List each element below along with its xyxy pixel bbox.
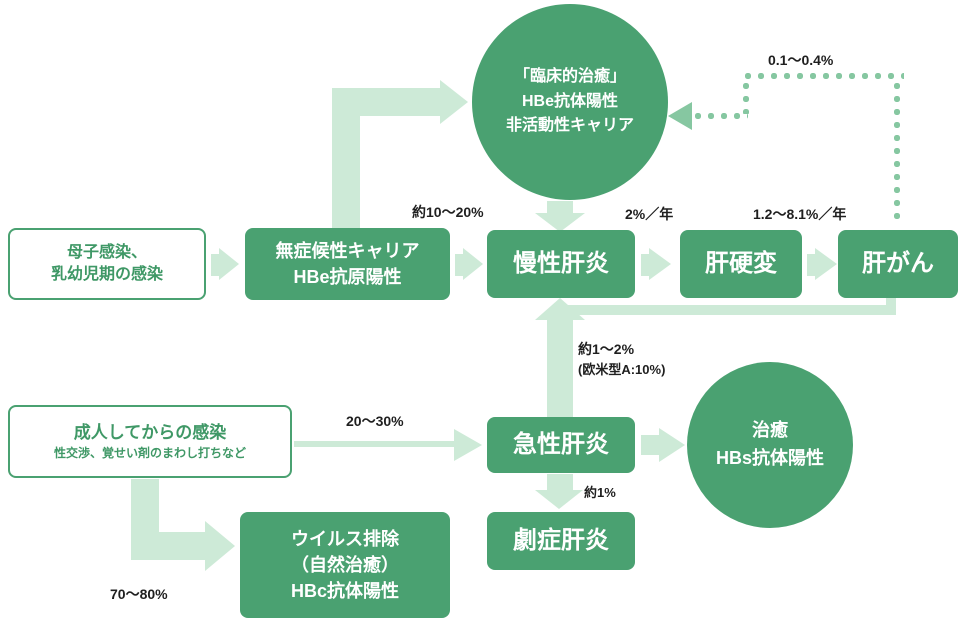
arrow-carrier-to-chronic-shaft: [455, 254, 463, 276]
rate-label-acute-to-chronic-1: 約1〜2%: [578, 341, 635, 357]
node-adult-infection-title: 成人してからの感染: [73, 423, 227, 443]
arrow-adult-to-acute-shaft: [294, 441, 454, 447]
node-clinical-cure-line1: 「臨床的治癒」: [513, 67, 626, 85]
node-asymptomatic-carrier-line2: HBe抗原陽性: [293, 267, 402, 287]
node-adult-infection-subtitle: 性交渉、覚せい剤のまわし打ちなど: [53, 446, 246, 460]
rate-label-acute-to-fulminant: 約1%: [584, 485, 616, 500]
node-cure-line2: HBs抗体陽性: [715, 448, 824, 468]
node-cirrhosis-label: 肝硬変: [705, 249, 777, 277]
rate-label-dotted: 0.1〜0.4%: [768, 52, 834, 68]
node-acute-hepatitis: 急性肝炎: [487, 417, 635, 473]
node-adult-infection: 成人してからの感染 性交渉、覚せい剤のまわし打ちなど: [8, 405, 292, 478]
arrow-adult-to-elimination-head: [205, 521, 235, 571]
node-virus-elimination-line1: ウイルス排除: [291, 528, 399, 549]
node-fulminant-hepatitis: 劇症肝炎: [487, 512, 635, 570]
dotted-segment-top-horizontal: [742, 72, 904, 80]
arrow-acute-to-fulminant-shaft: [547, 474, 573, 490]
dotted-arrow-head-into-circle: [668, 102, 692, 130]
arrow-carrier-to-cure-horizontal: [332, 88, 440, 116]
arrow-maternal-to-carrier-shaft: [211, 254, 219, 276]
arrow-adult-to-elimination-horizontal: [131, 532, 205, 560]
dotted-segment-lower-horizontal: [692, 112, 748, 120]
node-clinical-cure-line3: 非活動性キャリア: [505, 117, 634, 135]
arrow-cirrhosis-to-cancer-shaft: [807, 254, 815, 276]
rate-label-adult-to-acute: 20〜30%: [346, 413, 404, 429]
arrow-cirrhosis-to-cancer-head: [815, 248, 837, 280]
node-clinical-cure-line2: HBe抗体陽性: [521, 92, 618, 110]
arrow-cure-to-chronic-shaft: [547, 201, 573, 214]
arrow-acute-to-cure-shaft: [641, 435, 659, 455]
arrow-acute-to-fulminant-head: [535, 490, 583, 509]
arrow-acute-to-chronic-head: [535, 298, 585, 320]
node-chronic-hepatitis: 慢性肝炎: [487, 230, 635, 298]
arrow-chronic-to-cirrhosis-head: [649, 248, 671, 280]
node-cure: 治癒 HBs抗体陽性: [687, 362, 853, 528]
arrow-acute-to-chronic-shaft: [547, 320, 573, 418]
arrow-carrier-to-cure-head: [440, 80, 468, 124]
node-clinical-cure: 「臨床的治癒」 HBe抗体陽性 非活動性キャリア: [472, 4, 668, 200]
path-chronic-to-cancer-horizontal: [560, 305, 896, 315]
node-virus-elimination-line3: HBc抗体陽性: [290, 581, 399, 602]
rate-label-cirrhosis-to-cancer: 1.2〜8.1%／年: [753, 206, 847, 222]
arrow-carrier-to-chronic-head: [463, 248, 483, 280]
node-maternal-infection-line1: 母子感染、: [66, 243, 147, 261]
node-cure-line1: 治癒: [752, 420, 788, 441]
node-liver-cancer: 肝がん: [838, 230, 958, 298]
node-virus-elimination: ウイルス排除 （自然治癒） HBc抗体陽性: [240, 512, 450, 618]
arrow-adult-to-acute-head: [454, 429, 482, 461]
node-fulminant-hepatitis-label: 劇症肝炎: [513, 526, 609, 554]
node-virus-elimination-line2: （自然治癒）: [291, 554, 399, 575]
node-asymptomatic-carrier: 無症候性キャリア HBe抗原陽性: [245, 228, 450, 300]
node-asymptomatic-carrier-line1: 無症候性キャリア: [275, 240, 420, 261]
dotted-segment-right-vertical: [893, 80, 901, 222]
arrow-acute-to-cure-head: [659, 428, 685, 462]
arrow-chronic-to-cirrhosis-shaft: [641, 254, 649, 276]
arrow-cure-to-chronic-head: [535, 213, 585, 232]
node-cirrhosis: 肝硬変: [680, 230, 802, 298]
node-acute-hepatitis-label: 急性肝炎: [513, 430, 609, 458]
node-liver-cancer-label: 肝がん: [862, 249, 934, 277]
node-chronic-hepatitis-label: 慢性肝炎: [513, 249, 609, 277]
rate-label-adult-to-elimination: 70〜80%: [110, 586, 168, 602]
dotted-segment-jog-vertical: [742, 80, 750, 114]
rate-label-chronic-to-cirrhosis: 2%／年: [625, 206, 674, 222]
path-chronic-to-cancer-vertical: [886, 298, 896, 315]
node-maternal-infection-line2: 乳幼児期の感染: [50, 266, 163, 283]
rate-label-carrier-to-chronic: 約10〜20%: [412, 204, 484, 220]
node-maternal-infection: 母子感染、 乳幼児期の感染: [8, 228, 206, 300]
arrow-maternal-to-carrier-head: [219, 248, 239, 280]
rate-label-acute-to-chronic-2: (欧米型A:10%): [578, 362, 666, 377]
